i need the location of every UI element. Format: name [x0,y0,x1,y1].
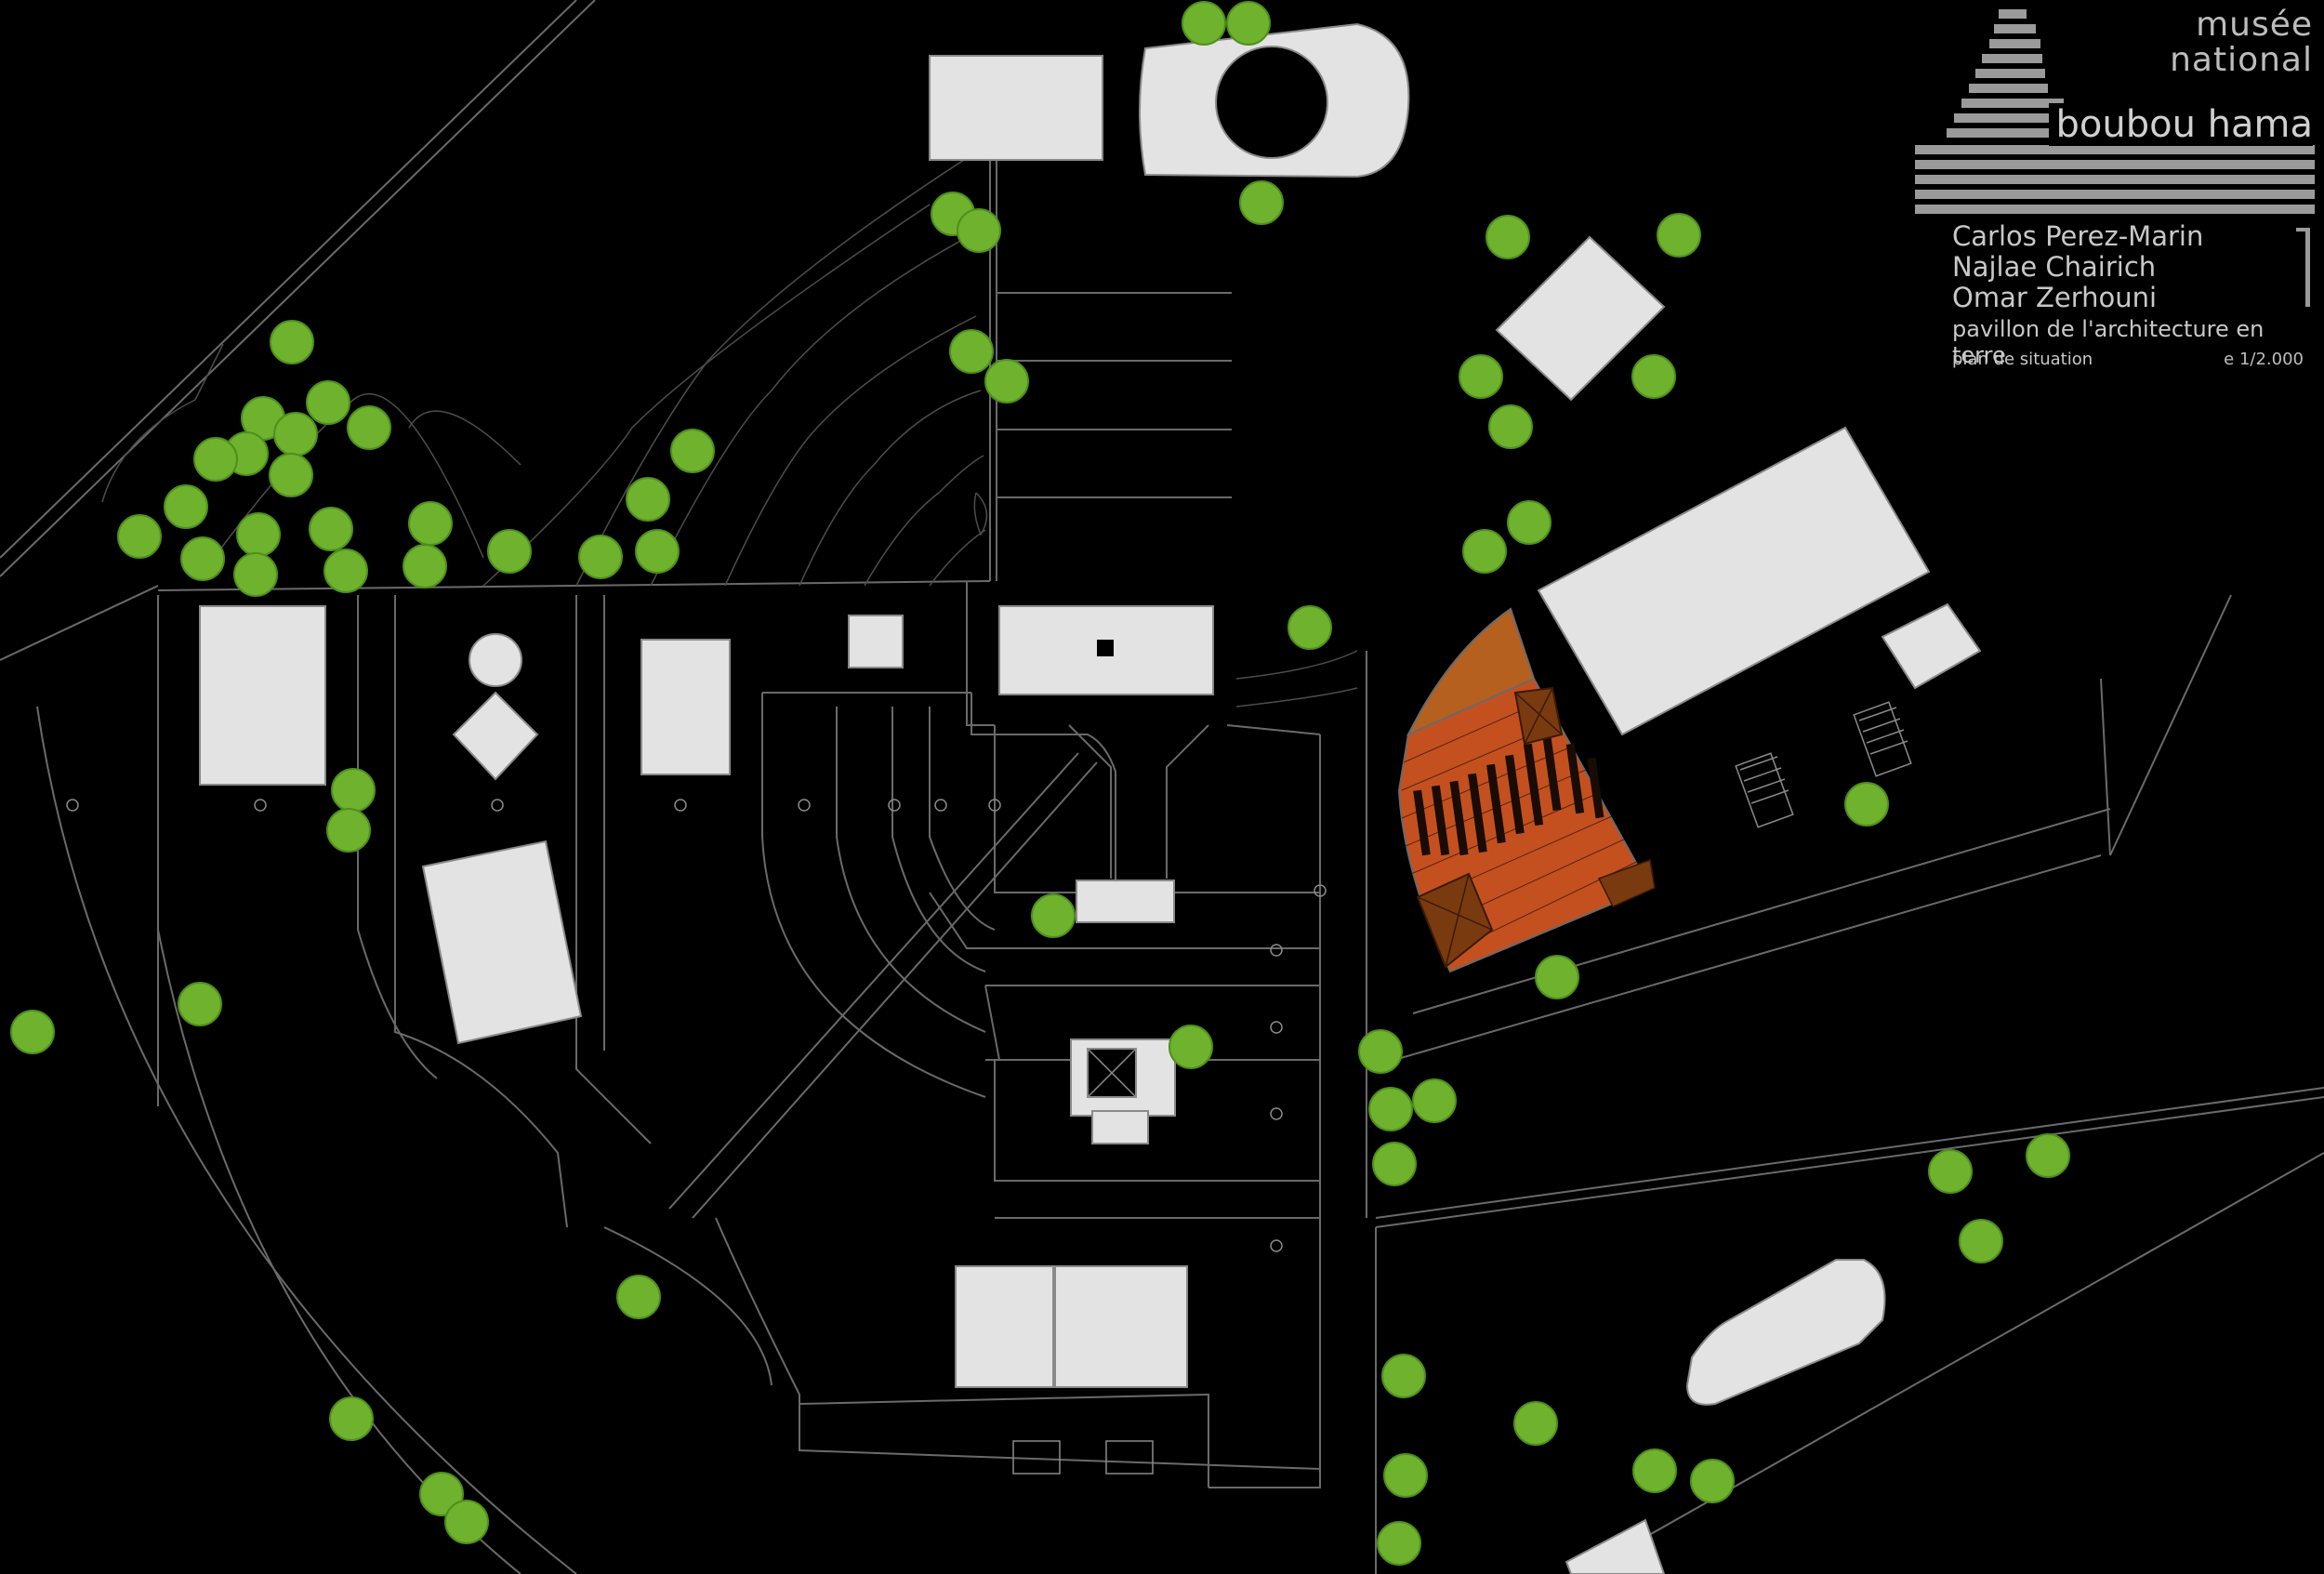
author-2: Najlae Chairich [1952,251,2157,283]
building-bottom-left [955,1265,1054,1388]
building-kiosk-base [1091,1110,1149,1144]
building-angled-top-right [1495,235,1666,402]
contour-lines [101,157,988,587]
museum-name: boubou hama [2048,103,2313,146]
museum-logo [1915,9,2315,307]
author-3: Omar Zerhouni [1952,282,2158,313]
building-top-parking [929,55,1103,161]
building-lozenge-bottom [1685,1259,1886,1406]
museum-line-2: national [2170,41,2313,79]
building-diamond [452,691,539,781]
building-bottom-corner [1565,1518,1666,1574]
buildings [199,22,1982,1574]
building-left-tall [640,639,731,775]
building-central-bar [1076,880,1175,923]
drawing-scale: e 1/2.000 [2224,350,2304,369]
pavilion-architecture-en-terre [1397,607,1656,973]
trees [10,1,2070,1566]
building-left-slanted [421,840,583,1045]
building-round-pavilion [469,633,522,687]
author-1: Carlos Perez-Marin [1952,220,2204,252]
stairs [1012,701,1912,1475]
museum-line-1: musée [2196,6,2313,44]
survey-markers [66,799,1327,1252]
building-small-right [1881,602,1982,690]
building-large-right [1537,426,1931,736]
building-bottom-right [1054,1265,1188,1388]
building-left-large [199,605,326,786]
drawing-name: plan de situation [1952,350,2093,369]
project-name: pavillon de l'architecture en terre [1952,316,2265,368]
central-top-core [1097,640,1114,656]
title-block: musée national boubou hama Carlos Perez-… [1943,0,2324,390]
building-oval-hole [1215,46,1328,159]
building-small-square [848,615,904,668]
